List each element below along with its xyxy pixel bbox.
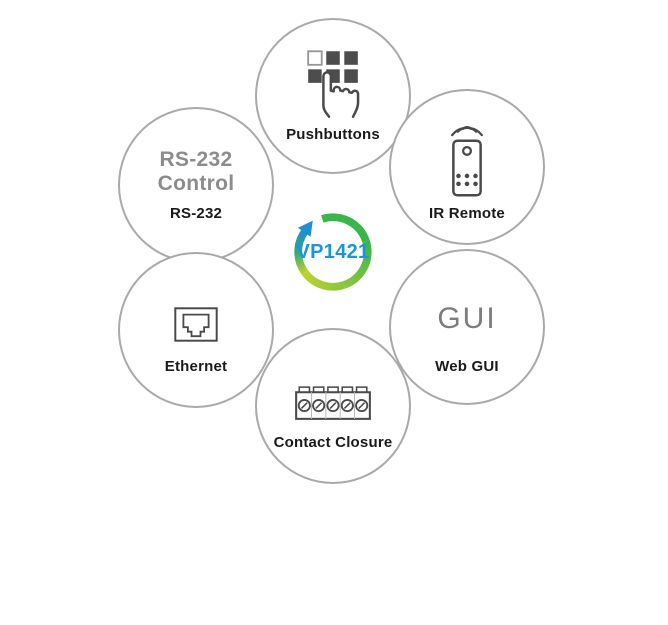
arrowhead bbox=[298, 220, 313, 237]
pointing-hand bbox=[322, 70, 360, 118]
node-ethernet: Ethernet bbox=[118, 252, 274, 408]
node-label-contact-closure: Contact Closure bbox=[273, 434, 393, 452]
node-pushbuttons: Pushbuttons bbox=[255, 18, 411, 174]
product-model-label: VP1421 bbox=[296, 240, 370, 263]
node-label-pushbuttons: Pushbuttons bbox=[286, 125, 380, 143]
gui-title: GUI bbox=[437, 302, 497, 336]
node-ir-remote: IR Remote bbox=[389, 89, 545, 245]
node-label-ir-remote: IR Remote bbox=[429, 205, 505, 223]
cycle-arrow-ring bbox=[294, 213, 372, 291]
ethernet-port-icon bbox=[174, 307, 218, 342]
node-label-web-gui: Web GUI bbox=[435, 358, 499, 376]
pushbuttons-tap-icon bbox=[307, 50, 360, 118]
node-rs232-control: RS-232 Control RS-232 bbox=[118, 107, 274, 263]
node-label-rs232: RS-232 bbox=[169, 204, 223, 222]
rs232-control-title: RS-232 Control bbox=[157, 147, 235, 195]
node-gui: GUI Web GUI bbox=[389, 249, 545, 405]
ir-remote-icon bbox=[451, 126, 483, 197]
hub-vp1421: VP1421 bbox=[275, 194, 391, 310]
node-label-ethernet: Ethernet bbox=[164, 358, 228, 376]
node-contact-closure: Contact Closure bbox=[255, 328, 411, 484]
terminal-block-icon bbox=[295, 386, 371, 421]
